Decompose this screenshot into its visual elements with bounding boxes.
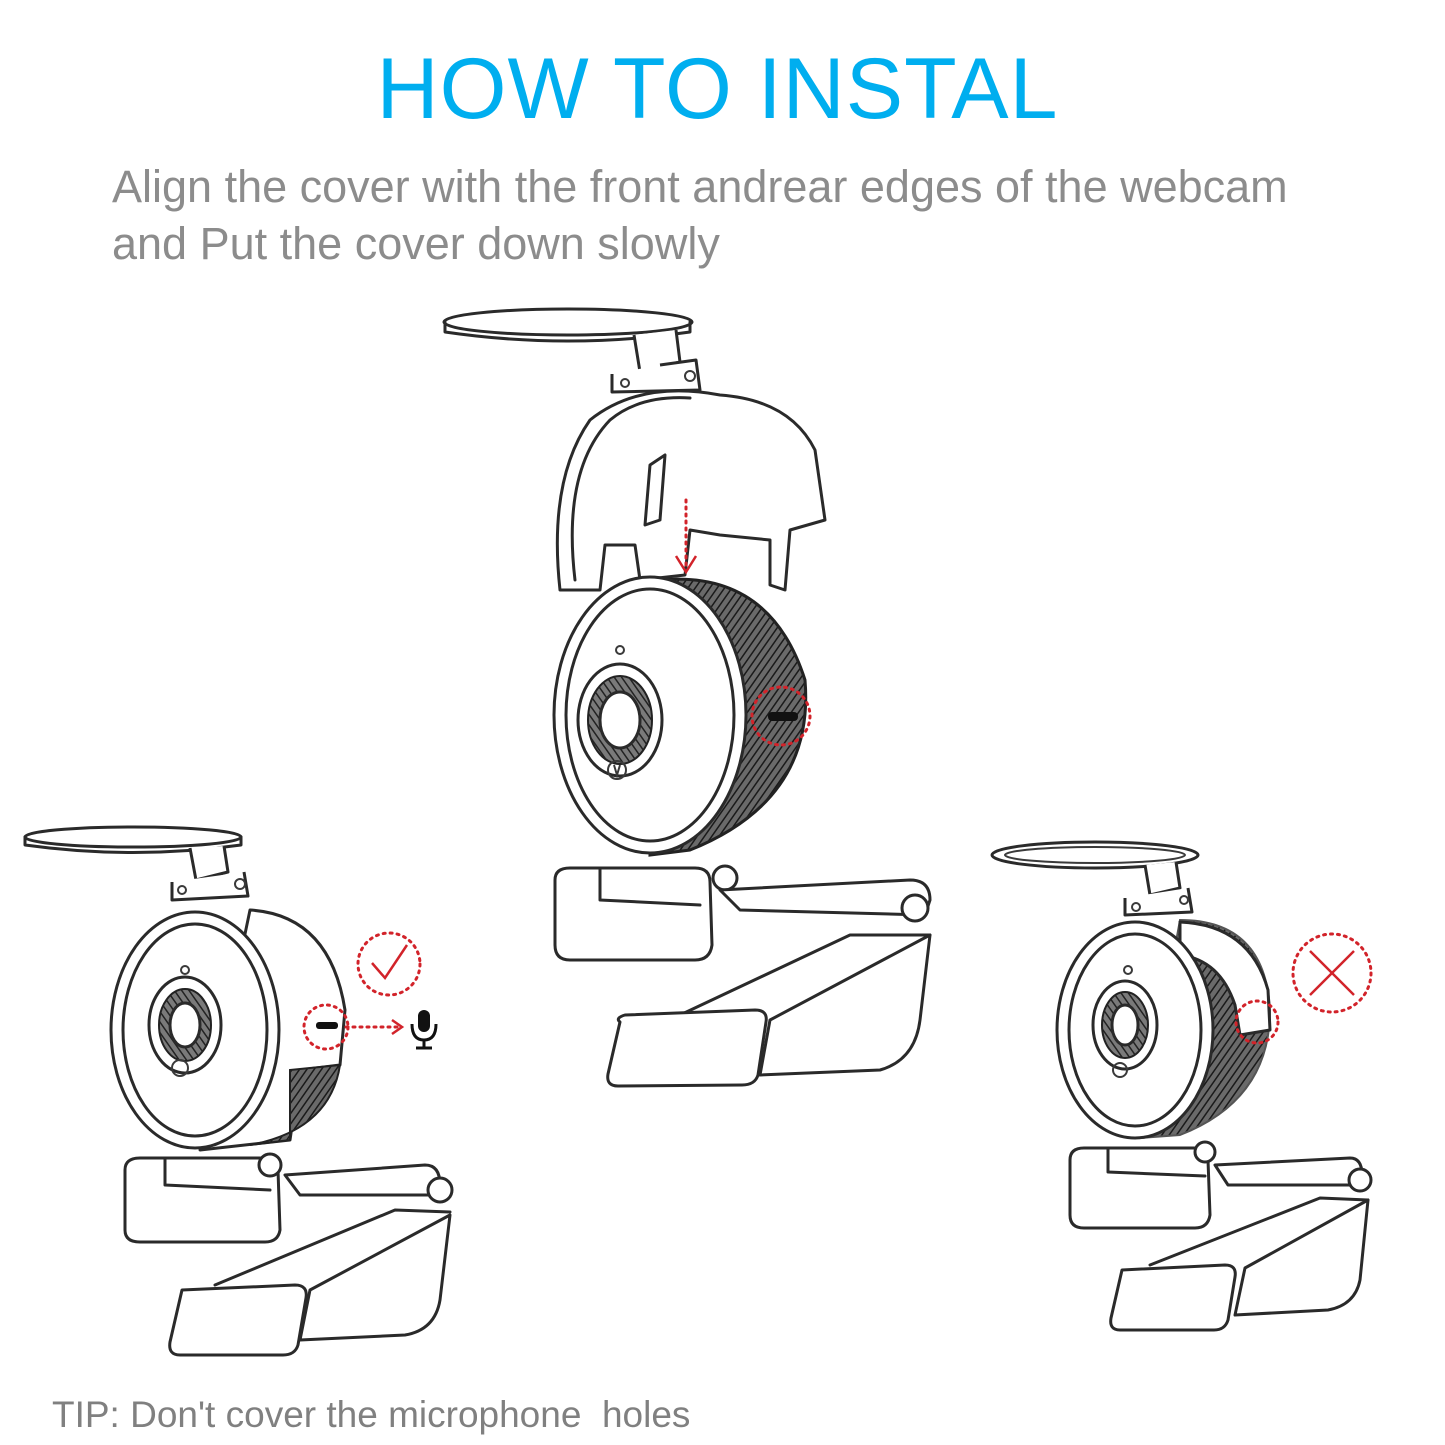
privacy-cover-icon — [25, 827, 248, 900]
webcam-icon — [111, 910, 452, 1355]
cross-icon — [1293, 934, 1371, 1012]
webcam-icon — [554, 577, 930, 1086]
privacy-cover-icon — [444, 309, 825, 590]
privacy-cover-icon — [992, 842, 1198, 915]
checkmark-icon — [358, 933, 420, 995]
tip-text: TIP: Don't cover the microphone holes — [52, 1393, 690, 1437]
right-figure — [992, 842, 1371, 1330]
center-figure — [444, 309, 930, 1086]
left-figure — [25, 827, 452, 1355]
microphone-icon — [346, 1010, 436, 1048]
